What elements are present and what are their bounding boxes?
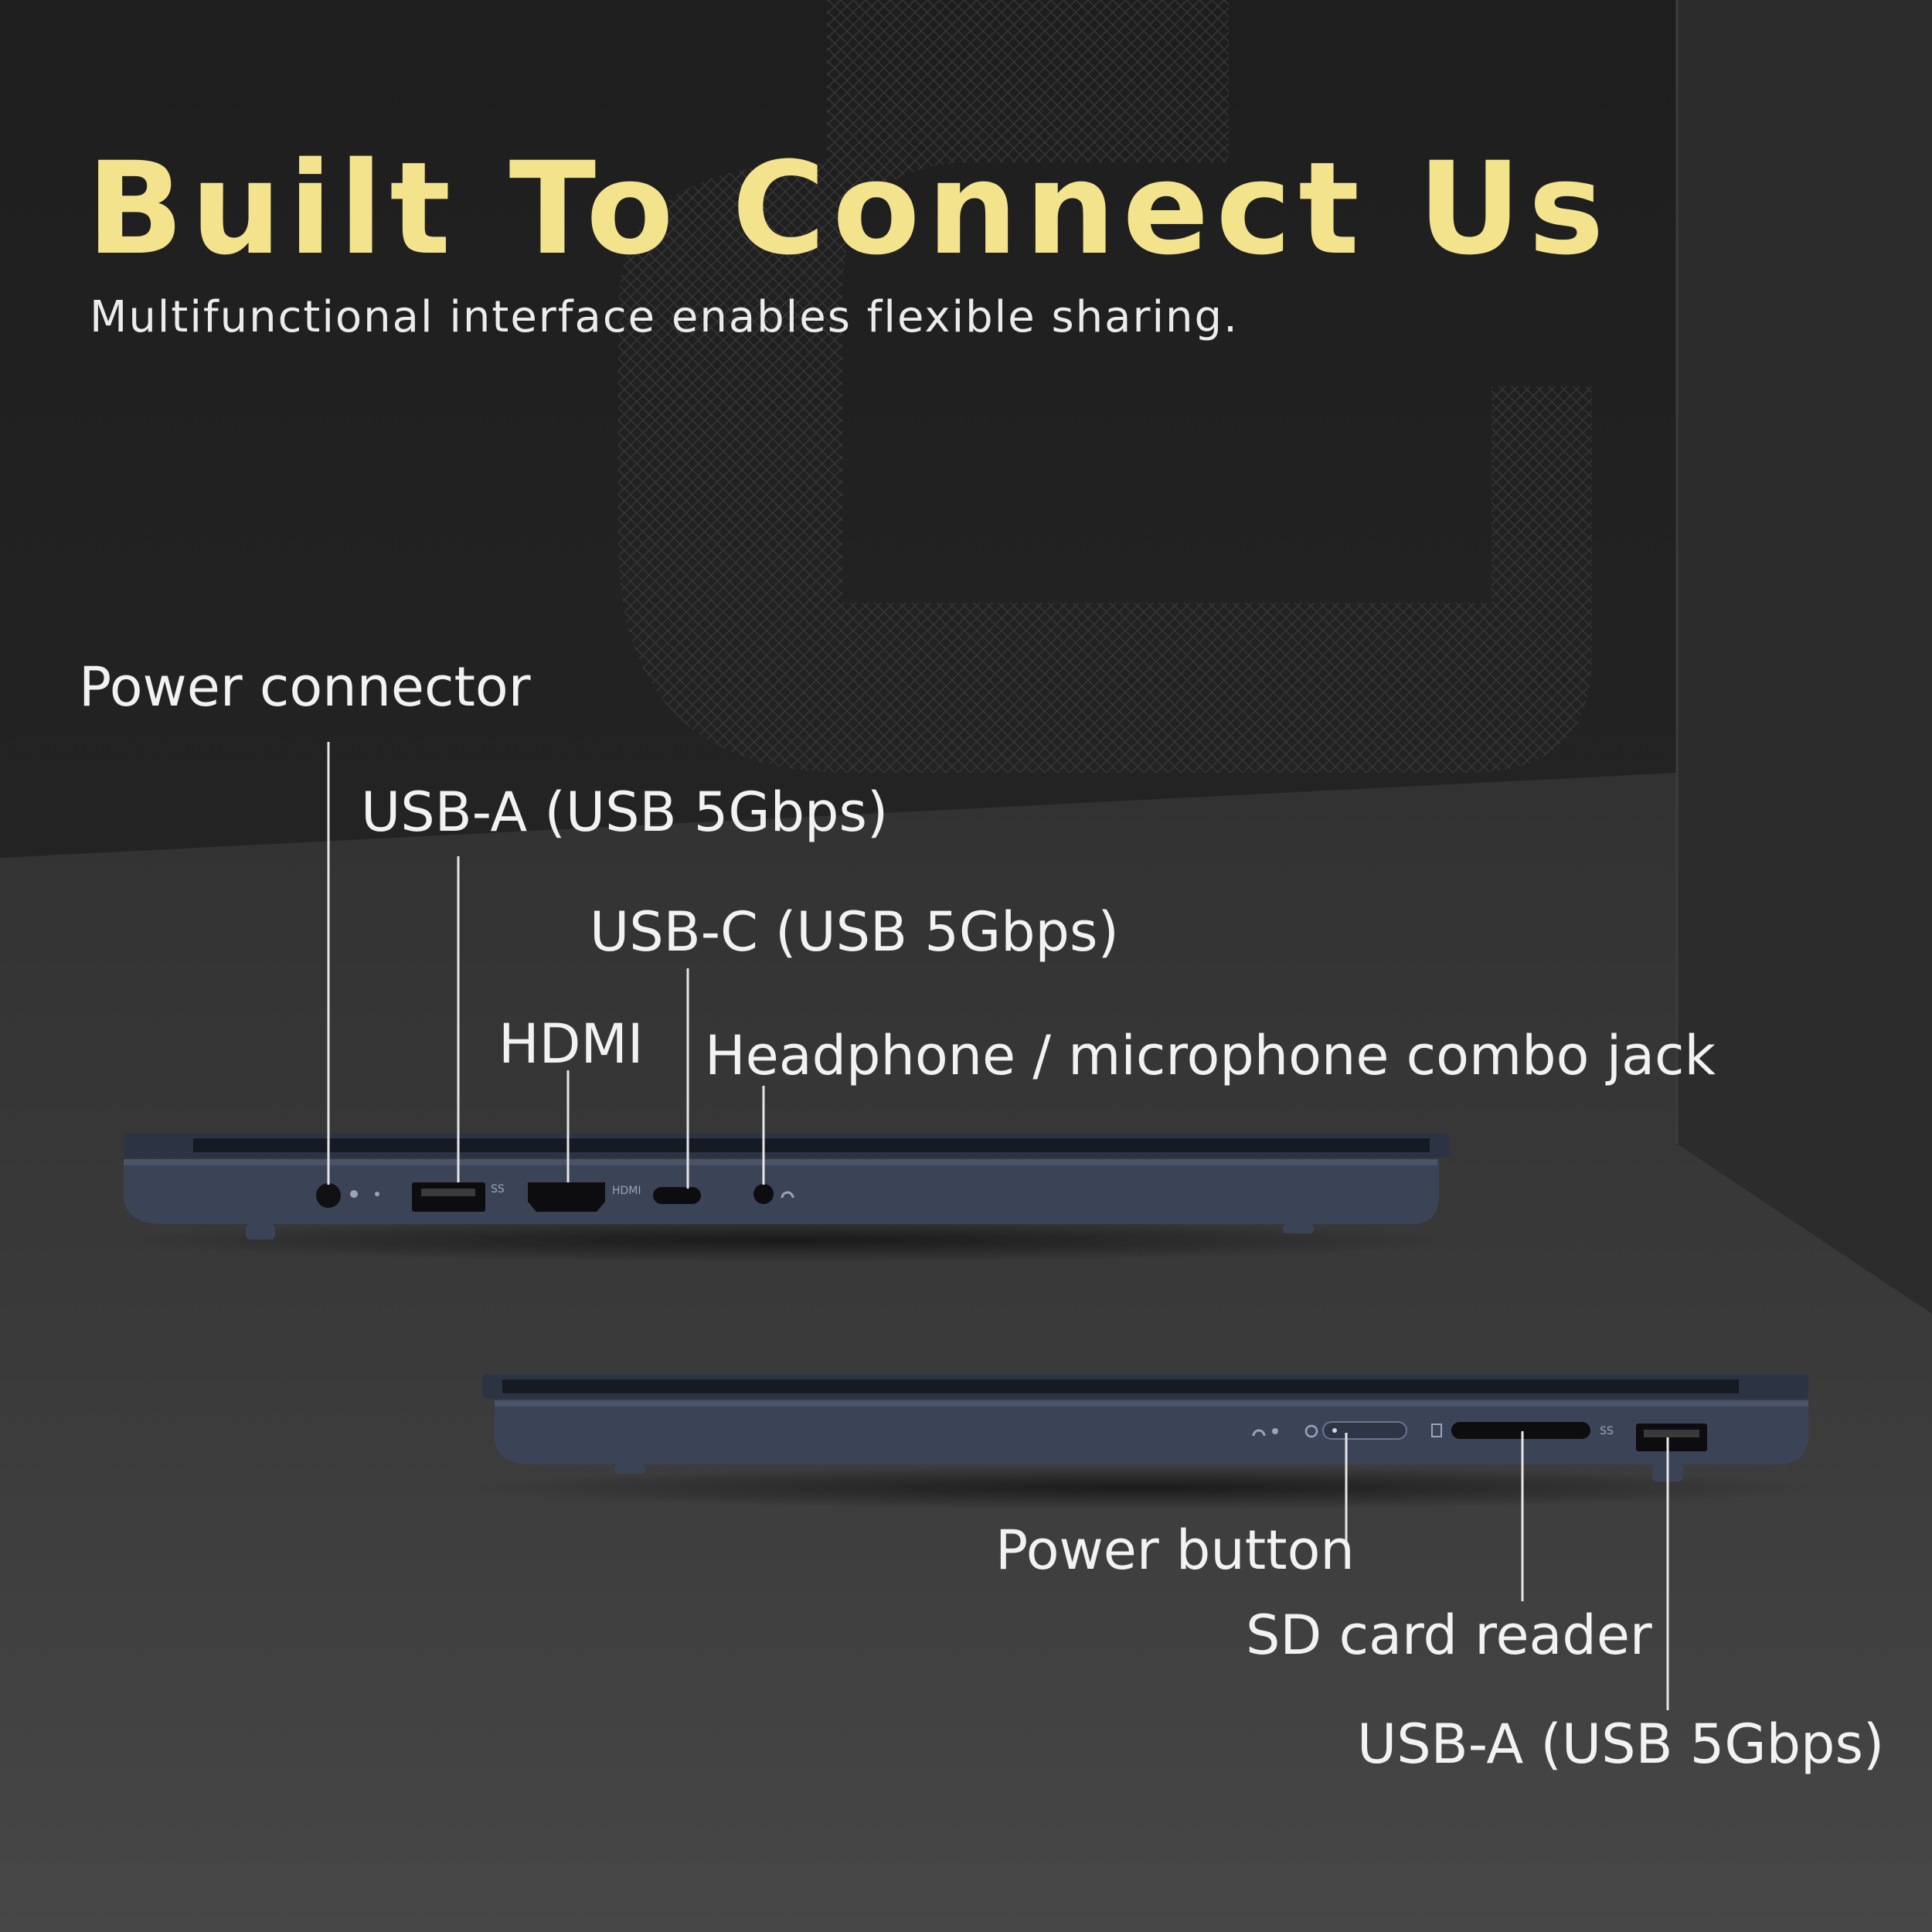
label-usb-a-right: USB-A (USB 5Gbps) bbox=[1357, 1713, 1885, 1776]
usb-ss-marking: SS bbox=[491, 1183, 505, 1196]
foot bbox=[1283, 1224, 1314, 1233]
page-subtitle: Multifunctional interface enables flexib… bbox=[90, 292, 1239, 342]
hdmi-marking: HDMI bbox=[612, 1185, 641, 1197]
power-button bbox=[1322, 1421, 1407, 1440]
floor bbox=[0, 773, 1932, 1932]
power-icon bbox=[1304, 1424, 1318, 1438]
sd-card-slot bbox=[1451, 1422, 1590, 1439]
right-wall-panel bbox=[1677, 0, 1932, 1314]
foot bbox=[614, 1464, 645, 1474]
decorative-mesh-shape bbox=[618, 0, 1592, 773]
power-indicator-icon bbox=[350, 1190, 358, 1198]
label-usb-c: USB-C (USB 5Gbps) bbox=[590, 900, 1119, 964]
foot bbox=[246, 1224, 275, 1240]
label-headphone-jack: Headphone / microphone combo jack bbox=[705, 1024, 1716, 1087]
callout-lines bbox=[327, 742, 1669, 1710]
laptop-left-shadow bbox=[108, 1219, 1468, 1262]
page-title: Built To Connect Us bbox=[87, 134, 1611, 283]
label-hdmi: HDMI bbox=[498, 1012, 644, 1076]
label-sd-card-reader: SD card reader bbox=[1246, 1604, 1652, 1667]
label-power-button: Power button bbox=[995, 1519, 1355, 1582]
laptop-left-side: SS HDMI bbox=[124, 1133, 1450, 1240]
hdmi-port bbox=[528, 1182, 605, 1212]
label-usb-a-left: USB-A (USB 5Gbps) bbox=[361, 781, 889, 844]
headphone-jack bbox=[753, 1184, 774, 1204]
headphone-icon bbox=[781, 1191, 794, 1199]
power-connector-port bbox=[316, 1183, 341, 1208]
usb-a-port-left bbox=[412, 1182, 485, 1212]
status-led bbox=[1272, 1428, 1278, 1434]
label-power-connector: Power connector bbox=[79, 655, 531, 719]
laptop-right-shadow bbox=[464, 1466, 1824, 1509]
status-led bbox=[375, 1192, 379, 1196]
usb-c-port bbox=[653, 1187, 701, 1204]
usb-ss-marking: SS bbox=[1600, 1425, 1614, 1437]
laptop-right-side: SS bbox=[482, 1374, 1808, 1481]
sd-card-icon bbox=[1431, 1423, 1442, 1437]
headphone-icon bbox=[1252, 1429, 1266, 1437]
